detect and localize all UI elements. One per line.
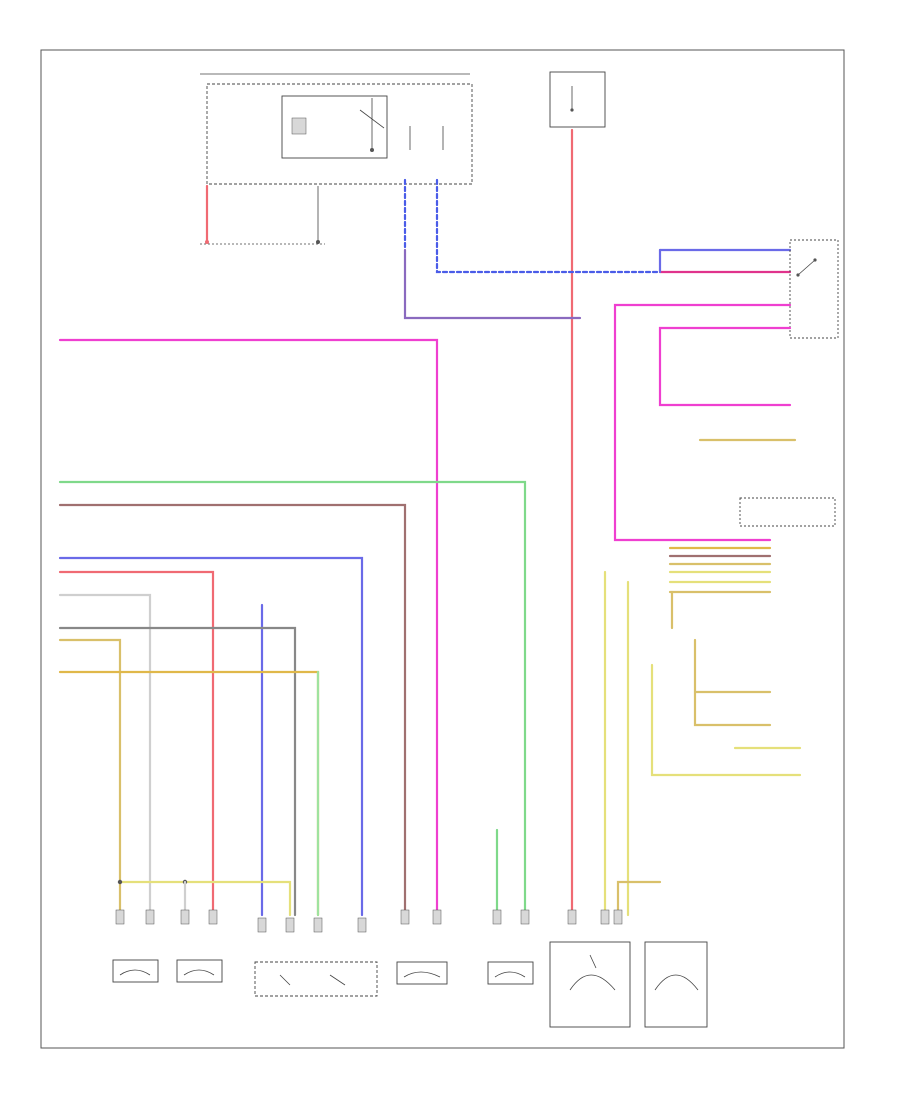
right-connector-rows (668, 497, 836, 594)
pink-loop (658, 326, 792, 407)
top-relay-box (200, 71, 606, 185)
yellow-wire-left (58, 670, 320, 917)
wire-connectors-bottom (115, 909, 623, 933)
component-5 (487, 961, 534, 985)
blue-dashed-wire (435, 178, 662, 274)
right-switch-box (789, 239, 839, 339)
light-gray-wire (58, 593, 152, 917)
tan-wire-left (58, 638, 122, 917)
yellow-right-6 (650, 663, 802, 777)
tan-bottom-right (616, 880, 662, 917)
component-4 (396, 961, 448, 985)
tan-right-4 (693, 638, 772, 727)
red-wire-left (58, 570, 215, 917)
blue-wire-left (58, 556, 364, 917)
gray-wire (58, 626, 297, 917)
tan-junction-link (118, 880, 292, 917)
component-1 (112, 959, 159, 983)
diagram-frame (40, 49, 845, 1049)
pink-left-wire (58, 338, 439, 917)
brown-wire (58, 503, 407, 917)
component-7 (644, 941, 708, 1028)
component-6 (549, 941, 631, 1028)
component-3 (254, 961, 378, 997)
purple-wire (403, 248, 582, 320)
component-2 (176, 959, 223, 983)
green-wire-1 (58, 480, 527, 917)
ground-connections-top (200, 184, 325, 245)
pink-right-bus (613, 303, 792, 542)
